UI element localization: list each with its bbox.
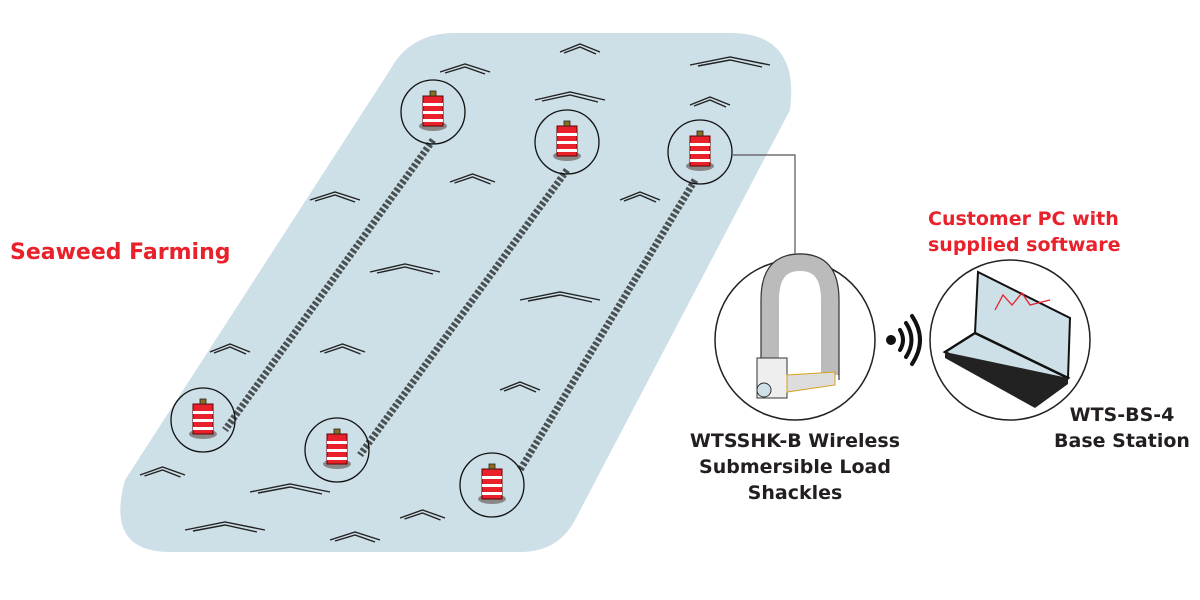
buoy (534, 109, 600, 175)
wave-mark (499, 381, 541, 393)
wave-mark (209, 343, 251, 355)
seaweed-line (222, 137, 436, 433)
shackle-label-line2: Submersible Load Shackles (699, 456, 891, 504)
base-station-label: WTS-BS-4 Base Station (1052, 402, 1192, 454)
wireless-signal-icon (886, 314, 922, 366)
wave-mark (559, 43, 601, 55)
wave-mark (369, 263, 441, 275)
seaweed-farming-title: Seaweed Farming (10, 240, 231, 265)
wave-mark (689, 96, 731, 108)
pc-label-line1: Customer PC with (928, 208, 1119, 230)
wave-mark (139, 466, 186, 478)
buoys (170, 79, 733, 518)
seaweed-lines (222, 137, 698, 472)
buoy (400, 79, 466, 145)
shackle-label: WTSSHK-B Wireless Submersible Load Shack… (660, 428, 930, 506)
buoy (304, 417, 370, 483)
sea-waves (139, 43, 771, 543)
buoy (459, 452, 525, 518)
sea-area (120, 33, 792, 552)
laptop-illustration (929, 259, 1091, 421)
wave-mark (519, 291, 601, 303)
buoy (667, 119, 733, 185)
wave-mark (689, 56, 771, 68)
wave-mark (534, 91, 606, 103)
base-station-label-line1: WTS-BS-4 (1069, 404, 1175, 426)
wave-mark (439, 63, 491, 75)
wave-mark (319, 343, 366, 355)
base-station-label-line2: Base Station (1054, 430, 1190, 452)
wave-mark (184, 521, 266, 533)
wave-mark (329, 531, 381, 543)
pc-label-line2: supplied software (928, 234, 1121, 256)
shackle-illustration (714, 252, 876, 421)
shackle-label-line1: WTSSHK-B Wireless (689, 430, 901, 452)
wave-mark (399, 509, 446, 521)
connector-line (733, 154, 796, 262)
wave-mark (619, 191, 661, 203)
wave-mark (249, 483, 331, 495)
wave-mark (309, 191, 361, 203)
seaweed-line (357, 167, 570, 458)
pc-label: Customer PC with supplied software (928, 206, 1121, 258)
buoy (170, 387, 236, 453)
seaweed-line (517, 178, 698, 472)
wave-mark (449, 173, 496, 185)
